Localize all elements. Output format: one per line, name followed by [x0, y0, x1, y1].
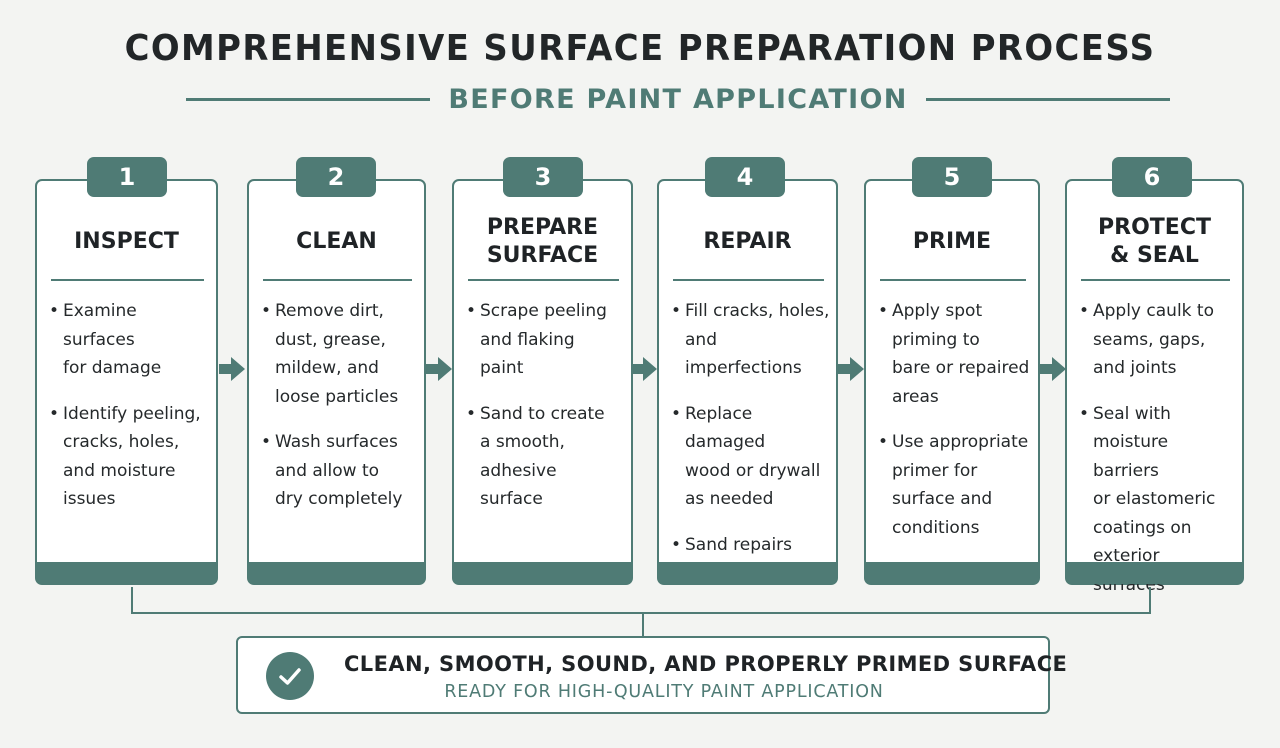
- result-headline: CLEAN, SMOOTH, SOUND, AND PROPERLY PRIME…: [344, 652, 1068, 676]
- step-divider: [1081, 279, 1230, 281]
- step-card-inspect: INSPECT Examine surfaces for damage Iden…: [35, 179, 218, 585]
- subtitle-row: BEFORE PAINT APPLICATION: [186, 82, 1170, 116]
- check-circle-icon: [266, 652, 314, 700]
- page-title: COMPREHENSIVE SURFACE PREPARATION PROCES…: [124, 28, 1156, 69]
- step-bullets: Apply spot priming to bare or repaired a…: [878, 297, 1032, 559]
- check-icon: [279, 668, 301, 685]
- arrow-right-icon: [426, 357, 452, 381]
- bracket-connector: [131, 587, 1151, 637]
- step-divider: [673, 279, 824, 281]
- step-title: PRIME: [912, 229, 992, 254]
- step-number-badge: 6: [1112, 157, 1192, 197]
- step-card-prime: PRIME Apply spot priming to bare or repa…: [864, 179, 1040, 585]
- step-title: PREPARE SURFACE: [486, 215, 599, 268]
- step-divider: [51, 279, 204, 281]
- arrow-right-icon: [1040, 357, 1066, 381]
- step-divider: [468, 279, 619, 281]
- step-number-badge: 1: [87, 157, 167, 197]
- step-divider: [880, 279, 1026, 281]
- step-footer-bar: [658, 562, 837, 584]
- step-footer-bar: [453, 562, 632, 584]
- step-card-protect-seal: PROTECT & SEAL Apply caulk to seams, gap…: [1065, 179, 1244, 595]
- step-footer-bar: [1066, 562, 1243, 584]
- step-bullet: Apply spot priming to bare or repaired a…: [878, 297, 1032, 411]
- step-bullets: Examine surfaces for damage Identify pee…: [49, 297, 210, 531]
- step-bullet: Apply caulk to seams, gaps, and joints: [1079, 297, 1236, 383]
- step-title: INSPECT: [74, 229, 179, 254]
- subtitle-rule-left: [186, 97, 431, 101]
- step-card-prepare-surface: PREPARE SURFACE Scrape peeling and flaki…: [452, 179, 633, 585]
- step-bullet: Scrape peeling and flaking paint: [466, 297, 625, 383]
- step-card-repair: REPAIR Fill cracks, holes, and imperfect…: [657, 179, 838, 585]
- result-box: CLEAN, SMOOTH, SOUND, AND PROPERLY PRIME…: [236, 636, 1068, 714]
- step-card-clean: CLEAN Remove dirt, dust, grease, mildew,…: [247, 179, 426, 585]
- step-number-badge: 4: [705, 157, 785, 197]
- step-bullets: Scrape peeling and flaking paint Sand to…: [466, 297, 625, 531]
- arrow-right-icon: [219, 357, 245, 381]
- step-footer-bar: [36, 562, 217, 584]
- step-title: CLEAN: [296, 229, 377, 254]
- step-bullet: Fill cracks, holes, and imperfections: [671, 297, 830, 383]
- step-bullet: Examine surfaces for damage: [49, 297, 210, 383]
- result-subline: READY FOR HIGH-QUALITY PAINT APPLICATION: [444, 682, 884, 702]
- step-bullet: Replace damaged wood or drywall as neede…: [671, 400, 830, 514]
- step-footer-bar: [865, 562, 1039, 584]
- step-title: PROTECT & SEAL: [1098, 215, 1211, 268]
- step-number-badge: 3: [503, 157, 583, 197]
- subtitle-rule-right: [925, 97, 1170, 101]
- step-bullet: Use appropriate primer for surface and c…: [878, 428, 1032, 542]
- step-divider: [263, 279, 412, 281]
- step-title: REPAIR: [703, 229, 792, 254]
- arrow-right-icon: [838, 357, 864, 381]
- arrow-right-icon: [631, 357, 657, 381]
- step-footer-bar: [248, 562, 425, 584]
- step-bullet: Remove dirt, dust, grease, mildew, and l…: [261, 297, 418, 411]
- page-subtitle: BEFORE PAINT APPLICATION: [448, 83, 908, 115]
- step-number-badge: 2: [296, 157, 376, 197]
- step-bullets: Apply caulk to seams, gaps, and joints S…: [1079, 297, 1236, 616]
- step-bullet: Wash surfaces and allow to dry completel…: [261, 428, 418, 514]
- step-bullet: Sand to create a smooth, adhesive surfac…: [466, 400, 625, 514]
- step-bullets: Remove dirt, dust, grease, mildew, and l…: [261, 297, 418, 531]
- step-bullets: Fill cracks, holes, and imperfections Re…: [671, 297, 830, 605]
- step-number-badge: 5: [912, 157, 992, 197]
- step-bullet: Identify peeling, cracks, holes, and moi…: [49, 400, 210, 514]
